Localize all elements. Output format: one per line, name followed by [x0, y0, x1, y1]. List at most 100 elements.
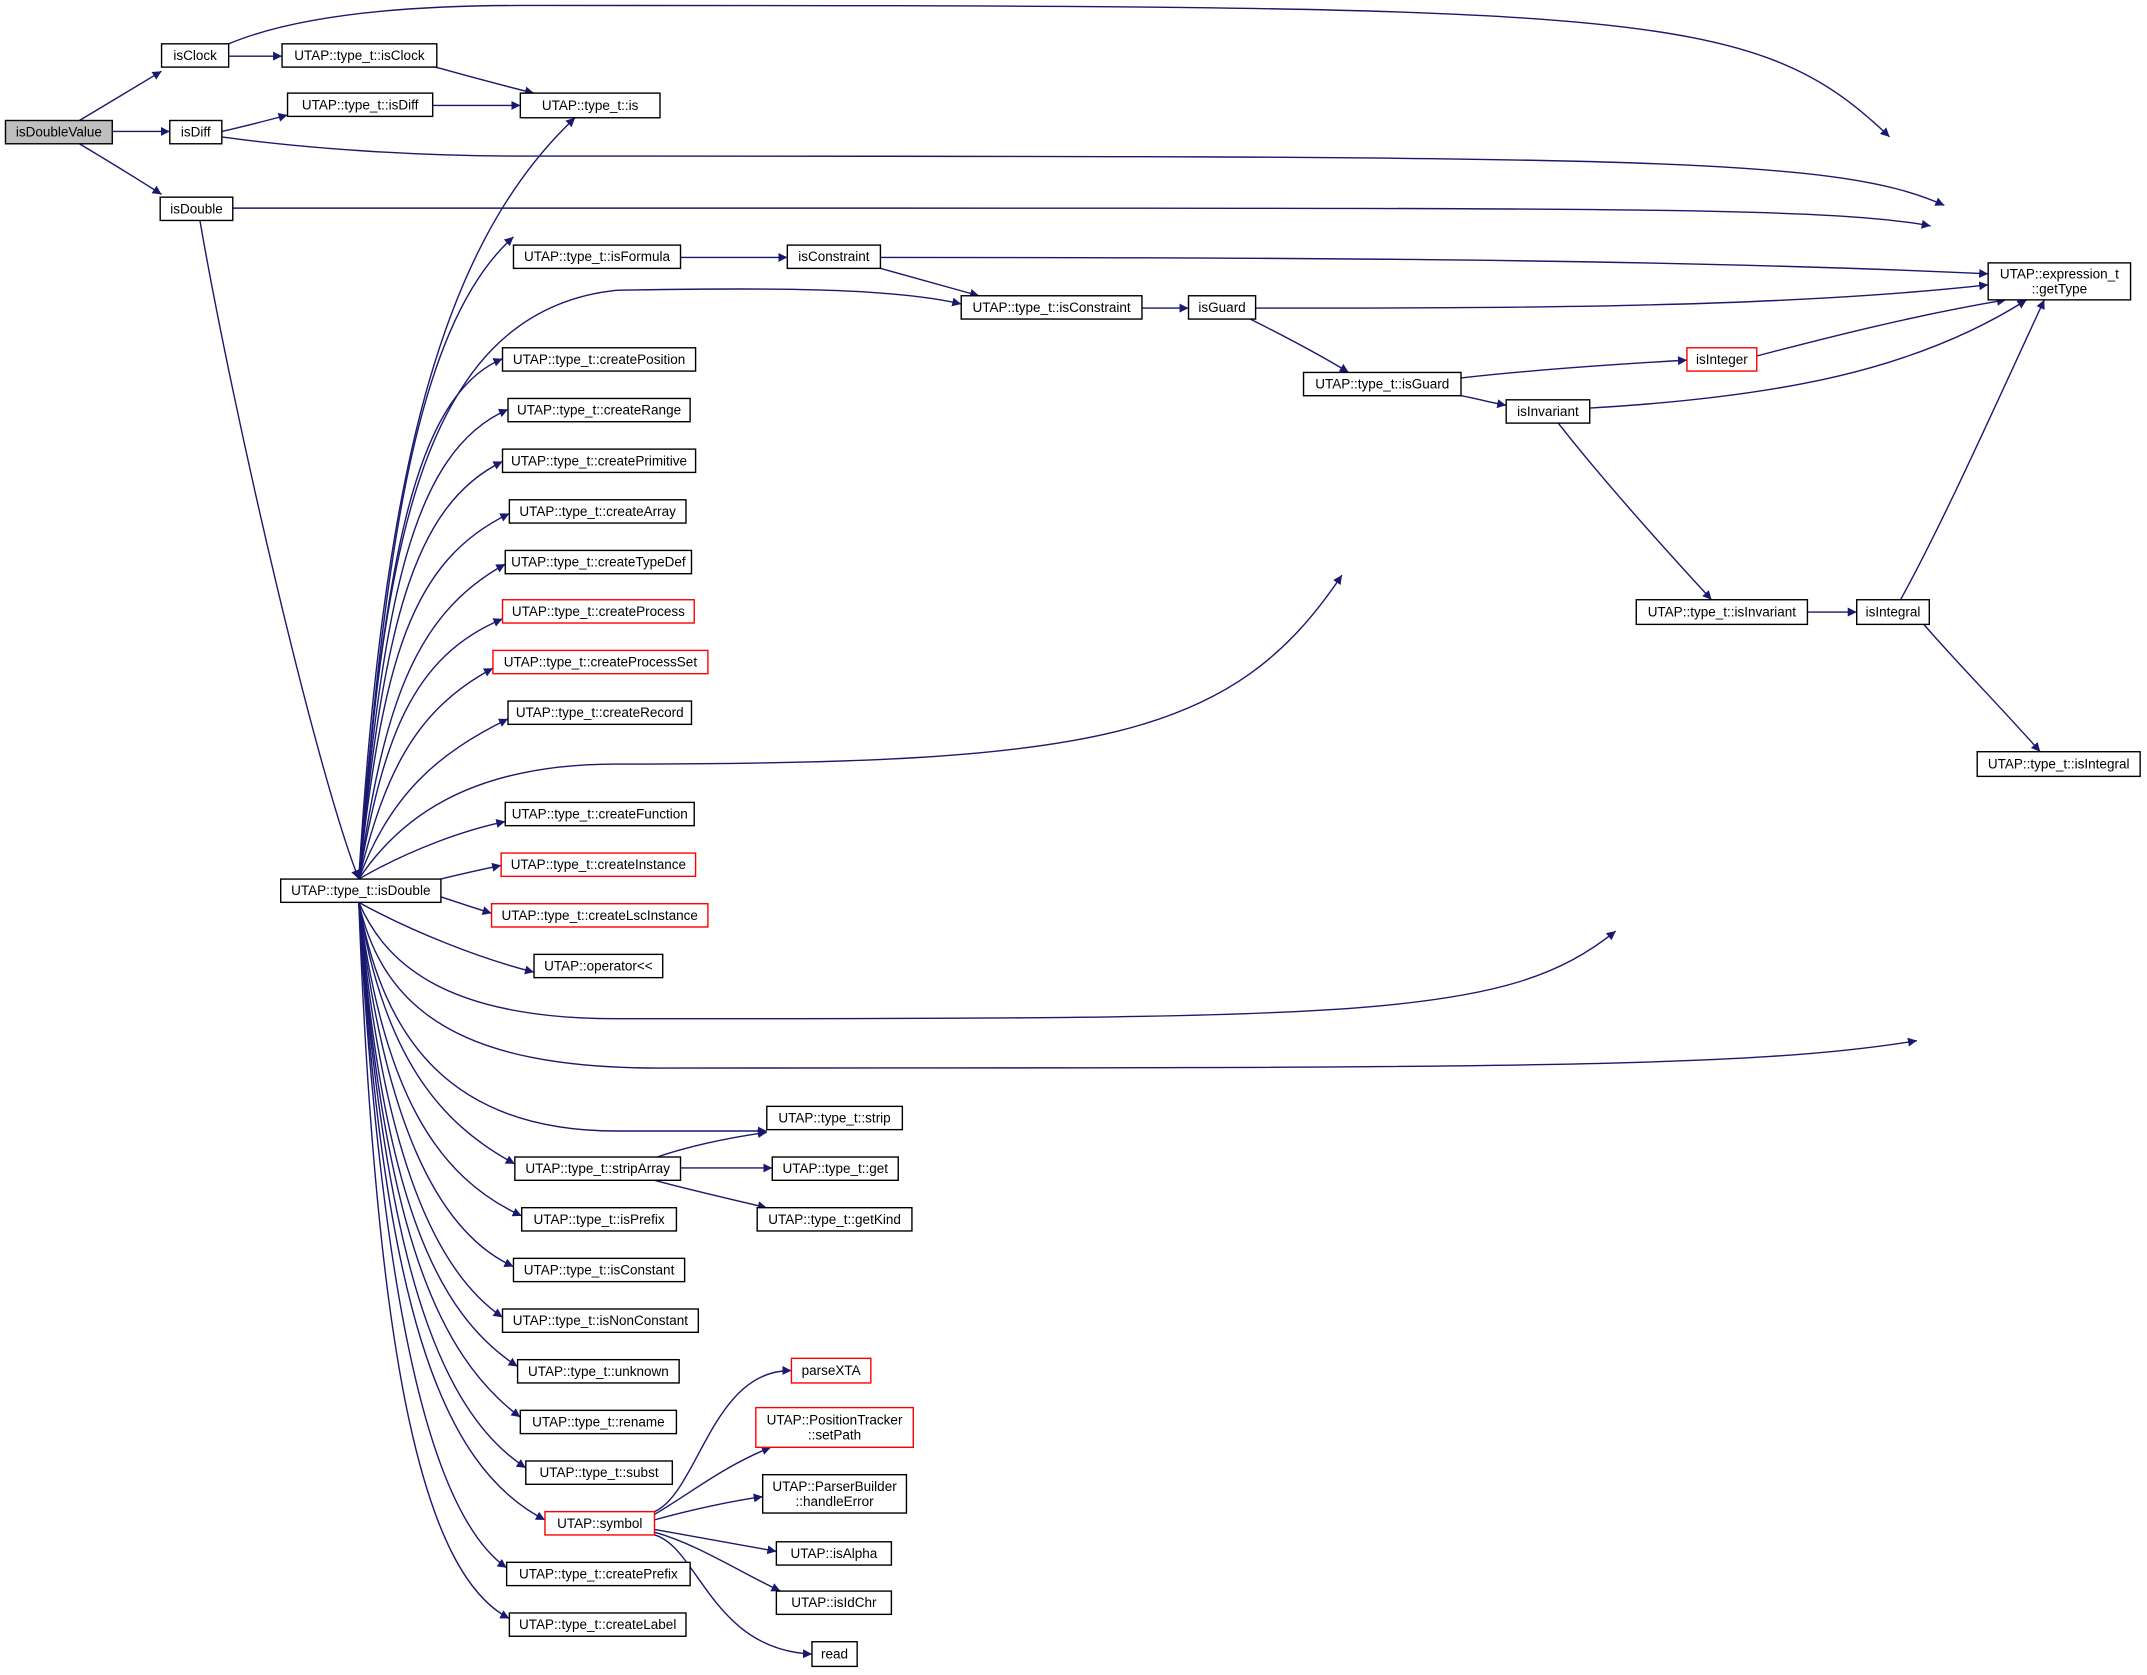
- node-label: isInvariant: [1517, 404, 1579, 419]
- node-createProcess[interactable]: UTAP::type_t::createProcess: [501, 599, 695, 624]
- node-createProcessSet[interactable]: UTAP::type_t::createProcessSet: [492, 649, 709, 675]
- edge-line: [358, 512, 510, 880]
- node-label: UTAP::type_t::isIntegral: [1988, 757, 2130, 772]
- node-label: UTAP::type_t::createLscInstance: [502, 908, 698, 923]
- node-getKind[interactable]: UTAP::type_t::getKind: [756, 1206, 913, 1232]
- node-createLabel[interactable]: UTAP::type_t::createLabel: [508, 1612, 687, 1637]
- edge-line: [358, 460, 503, 880]
- node-t_isClock[interactable]: UTAP::type_t::isClock: [281, 43, 438, 68]
- node-box: [160, 43, 230, 68]
- node-isInteger[interactable]: isInteger: [1686, 347, 1758, 372]
- node-t_isFormula[interactable]: UTAP::type_t::isFormula: [512, 244, 682, 270]
- node-isPrefix[interactable]: UTAP::type_t::isPrefix: [520, 1206, 678, 1232]
- node-box: [501, 347, 697, 372]
- edge-line: [1923, 623, 2041, 753]
- node-read[interactable]: read: [811, 1641, 858, 1668]
- edge-isDoubleValue-to-isDouble: [79, 143, 162, 196]
- node-unknown[interactable]: UTAP::type_t::unknown: [516, 1358, 680, 1384]
- node-box: [1302, 371, 1462, 397]
- node-createPrimitive[interactable]: UTAP::type_t::createPrimitive: [501, 448, 697, 474]
- edge-symbol-to-isIdChr: [654, 1531, 781, 1592]
- node-parseXTA[interactable]: parseXTA: [790, 1357, 872, 1384]
- node-isIdChr[interactable]: UTAP::isIdChr: [775, 1590, 893, 1616]
- edge-t_isDouble-to-t_isIntegral: [358, 902, 1918, 1069]
- node-label: UTAP::expression_t: [2000, 266, 2119, 281]
- node-createPrefix[interactable]: UTAP::type_t::createPrefix: [505, 1561, 691, 1587]
- node-t_isDiff[interactable]: UTAP::type_t::isDiff: [286, 92, 434, 118]
- node-stripArray[interactable]: UTAP::type_t::stripArray: [514, 1156, 682, 1182]
- node-box: [514, 1156, 682, 1182]
- node-label: UTAP::type_t::rename: [532, 1414, 665, 1429]
- node-isInvariant[interactable]: isInvariant: [1505, 399, 1591, 424]
- node-box: [505, 1561, 691, 1587]
- node-isIntegral[interactable]: isIntegral: [1856, 599, 1930, 626]
- node-get[interactable]: UTAP::type_t::get: [771, 1156, 899, 1182]
- node-rename[interactable]: UTAP::type_t::rename: [519, 1409, 678, 1435]
- node-isClock[interactable]: isClock: [160, 43, 230, 68]
- node-createRecord[interactable]: UTAP::type_t::createRecord: [507, 700, 693, 726]
- node-label: UTAP::type_t::createInstance: [511, 857, 686, 872]
- node-box: [811, 1641, 858, 1668]
- node-box: [755, 1406, 914, 1449]
- node-label: UTAP::type_t::createRange: [517, 403, 681, 418]
- node-createLscInstance[interactable]: UTAP::type_t::createLscInstance: [490, 903, 709, 928]
- edge-t_isDouble-to-subst: [358, 902, 527, 1469]
- edge-t_isDouble-to-symbol: [358, 902, 546, 1521]
- node-box: [504, 549, 693, 575]
- node-subst[interactable]: UTAP::type_t::subst: [525, 1460, 674, 1485]
- node-isNonConstant[interactable]: UTAP::type_t::isNonConstant: [501, 1308, 700, 1333]
- edge-line: [358, 902, 508, 1569]
- edge-isInvariant-to-getType: [1589, 299, 2027, 409]
- node-t_isConstraint[interactable]: UTAP::type_t::isConstraint: [960, 295, 1143, 320]
- edge-symbol-to-parseXTA: [654, 1365, 792, 1513]
- node-label: UTAP::type_t::createArray: [519, 504, 676, 519]
- node-isGuard[interactable]: isGuard: [1187, 295, 1257, 320]
- edge-line: [358, 718, 509, 880]
- node-createFunction[interactable]: UTAP::type_t::createFunction: [504, 801, 695, 827]
- node-t_isIntegral[interactable]: UTAP::type_t::isIntegral: [1976, 751, 2141, 778]
- node-isDiff[interactable]: isDiff: [169, 119, 223, 145]
- node-box: [286, 92, 434, 118]
- node-box: [508, 1612, 687, 1637]
- edge-symbol-to-setPath: [654, 1446, 772, 1516]
- edge-line: [358, 358, 503, 880]
- node-isAlpha[interactable]: UTAP::isAlpha: [775, 1541, 893, 1566]
- node-createTypeDef[interactable]: UTAP::type_t::createTypeDef: [504, 549, 693, 575]
- node-isDoubleValue[interactable]: isDoubleValue: [4, 119, 113, 145]
- node-box: [519, 1409, 678, 1435]
- node-label: UTAP::type_t::createRecord: [516, 705, 684, 720]
- node-label: UTAP::isIdChr: [791, 1595, 877, 1610]
- node-t_isInvariant[interactable]: UTAP::type_t::isInvariant: [1635, 599, 1809, 626]
- edge-line: [654, 1528, 777, 1555]
- node-createRange[interactable]: UTAP::type_t::createRange: [507, 397, 691, 423]
- node-createPosition[interactable]: UTAP::type_t::createPosition: [501, 347, 697, 372]
- node-box: [280, 878, 442, 904]
- node-isConstant[interactable]: UTAP::type_t::isConstant: [512, 1257, 686, 1283]
- edge-line: [440, 862, 502, 880]
- node-box: [501, 448, 697, 474]
- node-setPath[interactable]: UTAP::PositionTracker::setPath: [755, 1406, 914, 1449]
- edge-t_isClock-to-t_is: [435, 66, 535, 96]
- node-isDouble[interactable]: isDouble: [159, 196, 234, 222]
- node-box: [1187, 295, 1257, 320]
- node-createInstance[interactable]: UTAP::type_t::createInstance: [500, 852, 697, 878]
- edge-t_isDouble-to-rename: [358, 902, 521, 1418]
- edge-isDouble-to-t_isDouble: [199, 220, 360, 880]
- node-t_isDouble[interactable]: UTAP::type_t::isDouble: [280, 878, 442, 904]
- node-handleError[interactable]: UTAP::ParserBuilder::handleError: [761, 1473, 908, 1514]
- node-strip[interactable]: UTAP::type_t::strip: [766, 1105, 904, 1131]
- node-operator[interactable]: UTAP::operator<<: [533, 953, 664, 979]
- edge-line: [1249, 318, 1350, 374]
- node-isConstraint[interactable]: isConstraint: [786, 244, 882, 270]
- node-box: [512, 1257, 686, 1283]
- node-symbol[interactable]: UTAP::symbol: [544, 1510, 656, 1536]
- node-t_is[interactable]: UTAP::type_t::is: [519, 92, 661, 119]
- node-getType[interactable]: UTAP::expression_t::getType: [1987, 262, 2132, 301]
- edge-line: [79, 70, 162, 122]
- node-createArray[interactable]: UTAP::type_t::createArray: [508, 499, 687, 524]
- edge-line: [358, 902, 514, 1268]
- edge-line: [358, 902, 1918, 1069]
- edge-t_isDouble-to-createInstance: [440, 862, 502, 880]
- edge-line: [358, 818, 506, 880]
- node-t_isGuard[interactable]: UTAP::type_t::isGuard: [1302, 371, 1462, 397]
